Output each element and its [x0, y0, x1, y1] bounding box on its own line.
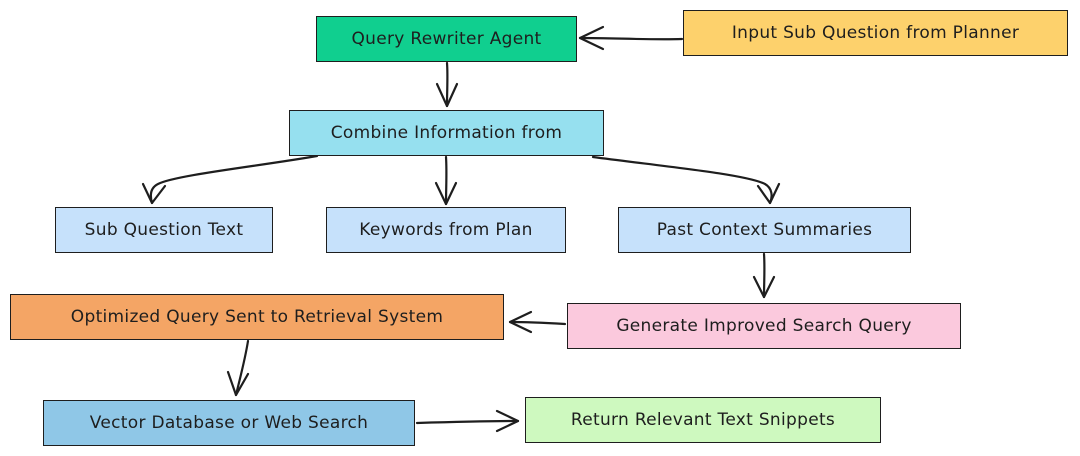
node-label: Combine Information from: [330, 123, 563, 143]
node-label: Keywords from Plan: [359, 220, 533, 240]
arrow-optimized-to-vector: [226, 339, 250, 397]
node-combine-information: Combine Information from: [289, 110, 604, 156]
arrow-combine-to-keywords: [434, 155, 458, 206]
node-label: Input Sub Question from Planner: [731, 23, 1020, 43]
arrow-rewriter-to-combine: [435, 61, 459, 108]
arrow-generate-to-optimized: [508, 310, 567, 334]
node-optimized-query: Optimized Query Sent to Retrieval System: [10, 294, 504, 340]
node-keywords-from-plan: Keywords from Plan: [326, 207, 566, 253]
arrow-input-to-rewriter: [578, 25, 684, 51]
node-query-rewriter-agent: Query Rewriter Agent: [316, 16, 577, 62]
node-vector-database: Vector Database or Web Search: [43, 400, 415, 446]
node-sub-question-text: Sub Question Text: [55, 207, 273, 253]
node-label: Generate Improved Search Query: [616, 316, 912, 336]
node-label: Optimized Query Sent to Retrieval System: [70, 307, 444, 327]
arrow-combine-to-subq: [141, 154, 319, 205]
node-generate-improved-query: Generate Improved Search Query: [567, 303, 961, 349]
node-label: Vector Database or Web Search: [89, 413, 369, 433]
arrow-combine-to-past: [591, 155, 781, 205]
node-label: Query Rewriter Agent: [351, 29, 542, 49]
node-label: Past Context Summaries: [656, 220, 873, 240]
node-label: Sub Question Text: [84, 220, 244, 240]
node-return-snippets: Return Relevant Text Snippets: [525, 397, 881, 443]
node-input-sub-question: Input Sub Question from Planner: [683, 10, 1068, 56]
arrow-past-to-generate: [752, 252, 776, 299]
arrow-vector-to-return: [415, 409, 520, 433]
node-label: Return Relevant Text Snippets: [570, 410, 836, 430]
node-past-context-summaries: Past Context Summaries: [618, 207, 911, 253]
